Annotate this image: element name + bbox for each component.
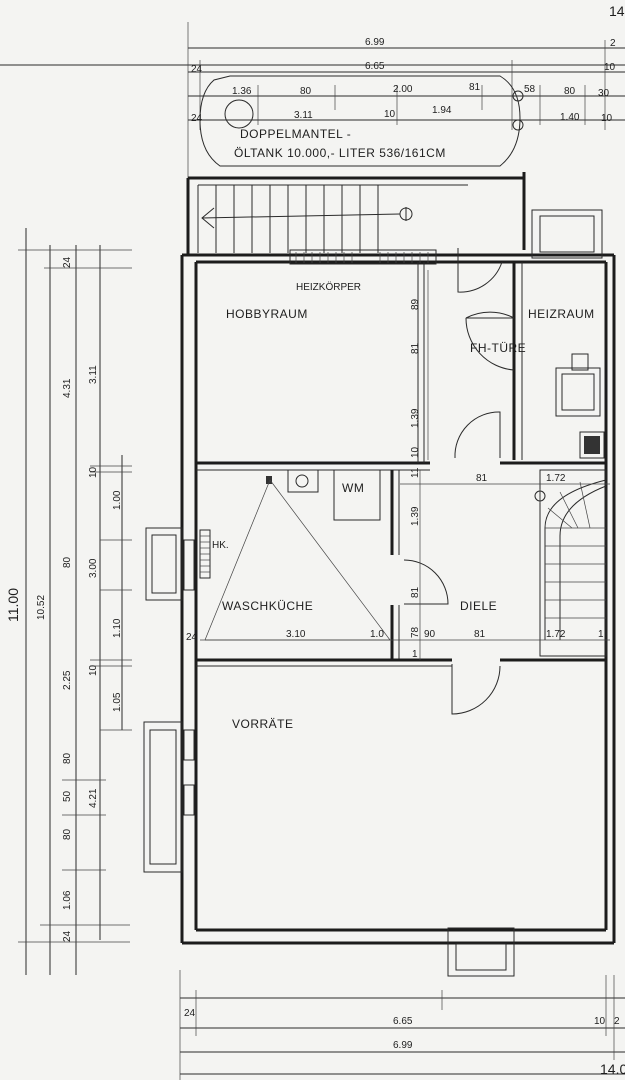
- dim-left-10b: 10: [88, 664, 99, 676]
- walls: [180, 172, 616, 945]
- left-windows: [143, 527, 195, 873]
- dim-left-10: 10: [88, 466, 99, 478]
- dim-left-225: 2.25: [62, 670, 73, 690]
- dim-int-1b: 1: [412, 649, 418, 660]
- label-fh-tuere: FH-TÜRE: [470, 341, 526, 355]
- dim-left-106: 1.06: [62, 890, 73, 910]
- oil-tank: [199, 75, 524, 167]
- dim-top-136: 1.36: [232, 86, 252, 97]
- dim-int-24: 24: [186, 632, 198, 643]
- dim-top-30: 30: [598, 88, 610, 99]
- dim-int-90: 90: [424, 629, 436, 640]
- dim-int-81b: 81: [410, 586, 421, 598]
- dim-top-58: 58: [524, 84, 536, 95]
- dim-top-200: 2.00: [393, 84, 413, 95]
- boiler: [555, 353, 605, 459]
- dim-int-81h: 81: [474, 629, 486, 640]
- dim-top-2: 2: [610, 38, 616, 49]
- dim-top-311: 3.11: [294, 110, 313, 121]
- dim-left-total: 11.00: [5, 588, 21, 622]
- doors: [403, 248, 515, 715]
- dim-int-1: 1: [598, 629, 604, 640]
- dim-top-80b: 80: [564, 86, 576, 97]
- dim-int-81a: 81: [476, 473, 488, 484]
- dim-left-300: 3.00: [88, 558, 99, 578]
- dim-bottom-corner: 14.0: [600, 1061, 625, 1077]
- dim-left-311: 3.11: [88, 365, 99, 384]
- dim-bottom-10: 10: [594, 1016, 606, 1027]
- dim-left-80a: 80: [62, 556, 73, 568]
- dim-int-11: 11: [410, 467, 421, 478]
- label-heizkoerper: HEIZKÖRPER: [296, 281, 361, 293]
- dim-int-139: 1.39: [410, 408, 421, 428]
- dim-left-total2: 10.52: [36, 595, 47, 620]
- dim-top-194: 1.94: [432, 105, 452, 116]
- dim-left-24: 24: [62, 256, 73, 268]
- label-hk: HK.: [212, 540, 229, 551]
- top-right-lightwell: [531, 209, 603, 259]
- dim-int-81: 81: [410, 342, 421, 354]
- bottom-dimension-lines: [179, 970, 625, 1080]
- washing-machine: [266, 469, 381, 521]
- dim-bottom-665: 6.65: [393, 1016, 413, 1027]
- dim-top-10: 10: [384, 109, 396, 120]
- left-dimension-lines: [18, 228, 132, 975]
- hk-radiator: [199, 529, 211, 579]
- dim-top-24b: 24: [191, 113, 203, 124]
- dim-top-inner: 6.65: [365, 61, 385, 72]
- dim-left-80c: 80: [62, 828, 73, 840]
- dim-left-110: 1.10: [112, 618, 123, 638]
- dim-top-10b: 10: [604, 62, 616, 73]
- dim-left-421: 4.21: [88, 788, 99, 808]
- dim-int-10h: 1.0: [370, 629, 384, 640]
- label-vorraete: VORRÄTE: [232, 717, 294, 731]
- dim-top-24: 24: [191, 64, 203, 75]
- dim-bottom-24: 24: [184, 1008, 196, 1019]
- tank-note-line1: DOPPELMANTEL -: [240, 127, 351, 141]
- dim-top-10r: 10: [601, 113, 613, 124]
- label-heizraum: HEIZRAUM: [528, 307, 595, 321]
- dim-top-80: 80: [300, 86, 312, 97]
- dim-int-139b: 1.39: [410, 506, 421, 526]
- dim-left-431: 4.31: [62, 378, 73, 398]
- heizkoerper-unit: [289, 249, 437, 265]
- dim-top-corner: 14: [609, 3, 625, 19]
- label-waschkueche: WASCHKÜCHE: [222, 599, 313, 613]
- dim-left-50: 50: [62, 790, 73, 802]
- dim-top-140: 1.40: [560, 112, 580, 123]
- dim-left-80b: 80: [62, 752, 73, 764]
- dim-top-81: 81: [469, 82, 481, 93]
- dim-left-100: 1.00: [112, 490, 123, 510]
- dim-int-78: 78: [410, 626, 421, 638]
- dim-int-10: 10: [410, 446, 421, 458]
- dim-left-24b: 24: [62, 930, 73, 942]
- dim-bottom-2: 2: [614, 1016, 620, 1027]
- dim-int-310: 3.10: [286, 629, 306, 640]
- label-diele: DIELE: [460, 599, 497, 613]
- tank-note-line2: ÖLTANK 10.000,- LITER 536/161CM: [234, 146, 446, 160]
- top-stairs: [197, 184, 468, 253]
- label-wm: WM: [342, 481, 364, 495]
- dim-left-105: 1.05: [112, 692, 123, 712]
- label-hobbyraum: HOBBYRAUM: [226, 307, 308, 321]
- top-dimension-lines: [0, 22, 625, 180]
- bottom-lightwell: [447, 927, 515, 977]
- dim-int-89: 89: [410, 298, 421, 310]
- dim-bottom-699: 6.99: [393, 1040, 413, 1051]
- dim-int-172a: 1.72: [546, 473, 566, 484]
- dim-int-172b: 1.72: [546, 629, 566, 640]
- dim-top-overall: 6.99: [365, 37, 385, 48]
- interior-dimension-lines: [200, 270, 610, 660]
